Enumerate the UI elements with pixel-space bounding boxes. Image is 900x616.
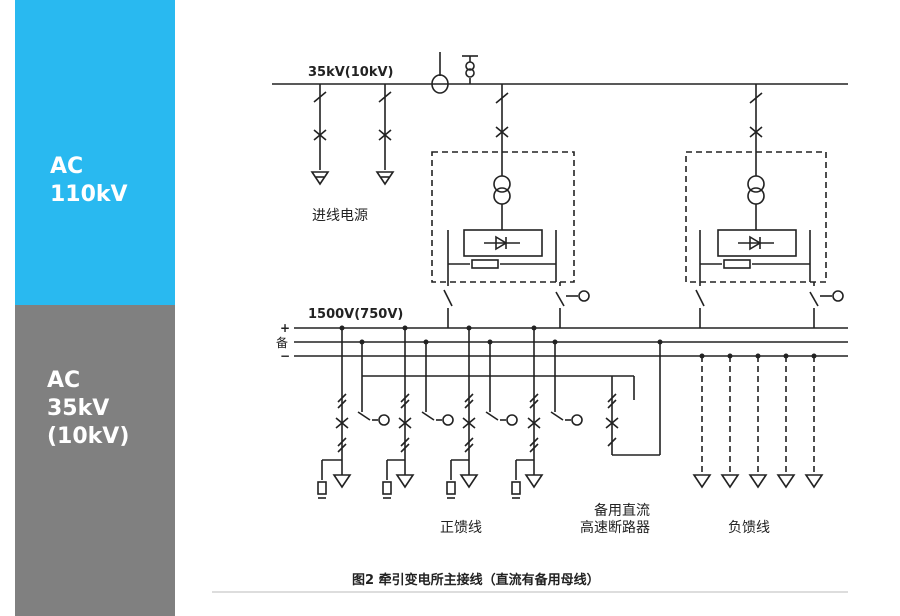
- sidebar-panel-ac110[interactable]: AC 110kV: [15, 0, 175, 305]
- current-transformer-symbol: [431, 74, 449, 94]
- backup-breaker-label-2: 高速断路器: [580, 519, 650, 536]
- bus-bei-label: 备: [276, 336, 288, 350]
- panel-label-line: AC: [47, 368, 81, 393]
- positive-feeder-label: 正馈线: [440, 520, 482, 536]
- voltage-transformer-symbol: [465, 68, 475, 78]
- panel-label-line: AC: [50, 154, 84, 179]
- ac-bus-label: 35kV(10kV): [308, 65, 393, 80]
- positive-feeder-4: [511, 328, 583, 499]
- rectifier-unit-2: [685, 84, 844, 328]
- dc-bus-label: 1500V(750V): [308, 307, 403, 322]
- negative-feeder-terminals: [692, 474, 824, 489]
- backup-breaker-label-1: 备用直流: [594, 502, 650, 519]
- sidebar-panel-ac35[interactable]: AC 35kV (10kV): [15, 305, 175, 616]
- negative-feeder-label: 负馈线: [728, 520, 770, 536]
- incoming-power-label: 进线电源: [312, 208, 368, 224]
- panel-label-line: 110kV: [50, 182, 128, 207]
- figure-caption: 图2 牵引变电所主接线（直流有备用母线）: [352, 572, 600, 588]
- positive-feeder-2: [382, 328, 454, 499]
- panel-label-line: (10kV): [47, 424, 130, 449]
- positive-feeder-1: [317, 328, 390, 499]
- plus-sign: +: [280, 321, 290, 335]
- positive-feeder-3: [446, 328, 518, 499]
- rectifier-unit-1: [431, 84, 590, 328]
- incoming-feeder-1: [310, 84, 330, 186]
- backup-dc-breaker: [362, 342, 661, 456]
- negative-feeders: [701, 356, 815, 475]
- incoming-feeder-2: [375, 84, 395, 186]
- panel-label-ac35: AC 35kV (10kV): [47, 367, 129, 451]
- minus-sign: −: [280, 349, 290, 363]
- panel-label-line: 35kV: [47, 396, 110, 421]
- panel-label-ac110: AC 110kV: [50, 153, 128, 209]
